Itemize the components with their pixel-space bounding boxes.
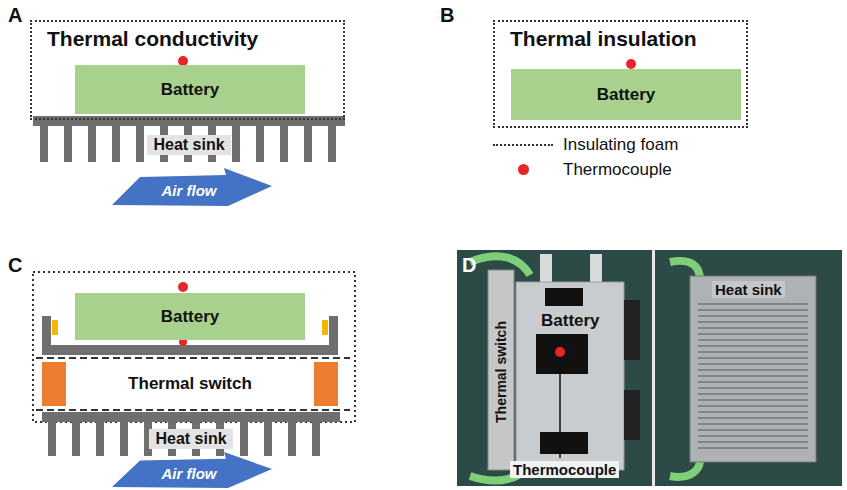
part-label: Battery — [161, 307, 220, 327]
insulating-foam — [33, 272, 355, 422]
legend-dot — [518, 164, 529, 175]
arrow-label: Air flow — [162, 182, 217, 199]
air-flow-arrow: Air flow — [112, 168, 272, 206]
insulation-box: Thermal insulationBattery — [493, 20, 748, 128]
part-label: Thermal switch — [128, 374, 252, 394]
panel-letter: D — [462, 254, 476, 277]
heat-sink: Heat sink — [33, 127, 345, 163]
thermocouple-dot — [626, 59, 636, 69]
thermal-switch: Thermal switch — [66, 361, 314, 407]
part-label: Battery — [597, 85, 656, 105]
panel-title: Thermal insulation — [510, 27, 697, 51]
panel-title: Thermal conductivity — [47, 27, 258, 51]
legend-swatch-line — [493, 144, 553, 146]
photo-label: Heat sink — [712, 281, 785, 298]
part-label: Heat sink — [149, 429, 232, 449]
panel-letter: A — [8, 4, 22, 27]
heat-sink-c — [42, 412, 340, 456]
part-label: Heat sink — [147, 135, 230, 155]
legend-row: Insulating foam — [493, 132, 678, 157]
arrow-label: Air flow — [162, 465, 217, 482]
battery-box: Battery — [75, 65, 305, 114]
panel-letter: B — [440, 4, 454, 27]
panel-letter: C — [8, 254, 22, 277]
legend-row: Thermocouple — [493, 157, 678, 182]
thermocouple-dot — [178, 282, 188, 292]
heat-sink-a — [33, 116, 345, 162]
heat-sink: Heat sink — [42, 422, 340, 456]
battery-box: Battery — [511, 69, 741, 120]
part-label: Battery — [161, 80, 220, 100]
battery-box: Battery — [75, 293, 305, 340]
legend-text: Insulating foam — [563, 135, 678, 155]
photo — [457, 250, 842, 486]
photo-label: Battery — [538, 311, 603, 331]
legend-swatch-dot — [493, 157, 553, 182]
photo-label: Thermal switch — [493, 321, 509, 423]
insulation-box: Thermal conductivityBattery — [30, 20, 345, 120]
legend: Insulating foamThermocouple — [493, 132, 678, 182]
photo-label: Thermocouple — [510, 461, 619, 478]
air-flow-arrow: Air flow — [112, 452, 272, 488]
legend-text: Thermocouple — [563, 160, 672, 180]
